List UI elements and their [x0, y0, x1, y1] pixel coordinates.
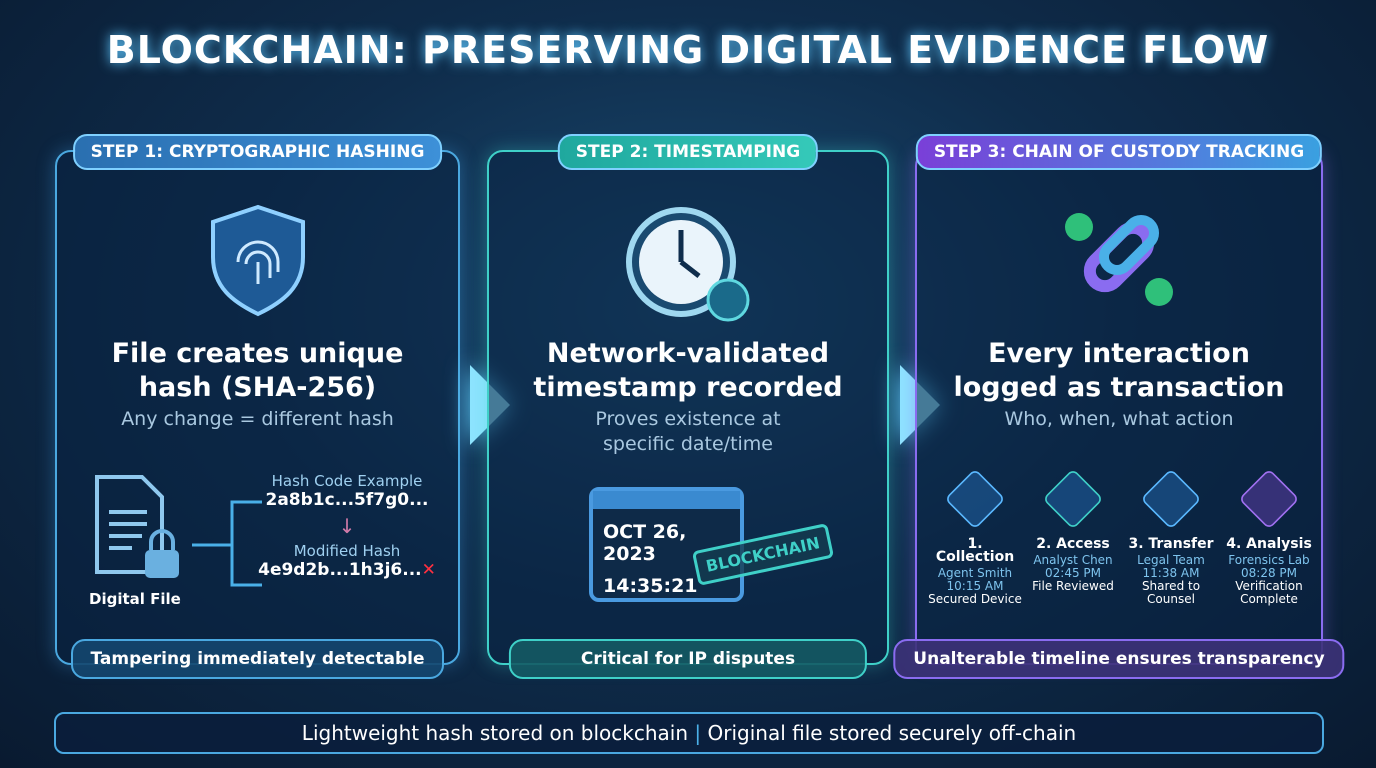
- cube-user-icon: [1140, 468, 1202, 530]
- step-1-footer: Tampering immediately detectable: [70, 639, 445, 679]
- step-1-panel: STEP 1: CRYPTOGRAPHIC HASHING File creat…: [55, 134, 460, 679]
- step-3-footer: Unalterable timeline ensures transparenc…: [893, 639, 1345, 679]
- bottom-right-text: Original file stored securely off-chain: [707, 721, 1077, 745]
- step-3-tag: STEP 3: CHAIN OF CUSTODY TRACKING: [915, 134, 1323, 170]
- clock-icon: [626, 207, 750, 322]
- locked-file-icon: [95, 475, 179, 578]
- hash-code-value: 2a8b1c...5f7g0...: [265, 490, 429, 510]
- bottom-banner: Lightweight hash stored on blockchain | …: [54, 712, 1324, 754]
- page-title: BLOCKCHAIN: PRESERVING DIGITAL EVIDENCE …: [106, 28, 1270, 72]
- chain-link-icon: [1065, 213, 1173, 306]
- modified-hash-label: Modified Hash: [293, 542, 401, 560]
- calendar-icon: OCT 26, 2023 14:35:21: [589, 487, 744, 602]
- separator: |: [694, 721, 702, 745]
- step-1-tag: STEP 1: CRYPTOGRAPHIC HASHING: [72, 134, 443, 170]
- calendar-date: OCT 26, 2023: [603, 521, 687, 565]
- step-3-subtitle: Who, when, what action: [1004, 408, 1234, 430]
- bottom-left-text: Lightweight hash stored on blockchain: [301, 721, 689, 745]
- hash-code-label: Hash Code Example: [271, 472, 423, 490]
- step-2-tag: STEP 2: TIMESTAMPING: [557, 134, 819, 170]
- calendar-time: 14:35:21: [603, 575, 698, 597]
- x-mark-icon: ✕: [421, 560, 436, 580]
- modified-hash-value: 4e9d2b...1h3j6...✕: [258, 560, 436, 580]
- cube-user-icon: [944, 468, 1006, 530]
- step-2-footer: Critical for IP disputes: [508, 639, 868, 679]
- step-1-subtitle: Any change = different hash: [121, 408, 394, 430]
- cube-user-icon: [1238, 468, 1300, 530]
- digital-file-label: Digital File: [89, 590, 181, 608]
- cube-user-icon: [1042, 468, 1104, 530]
- branch-arrows: [192, 500, 262, 587]
- step-3-panel: STEP 3: CHAIN OF CUSTODY TRACKING Every …: [893, 134, 1345, 679]
- down-arrow-icon: ↓: [338, 514, 356, 538]
- shield-fingerprint-icon: [210, 204, 305, 317]
